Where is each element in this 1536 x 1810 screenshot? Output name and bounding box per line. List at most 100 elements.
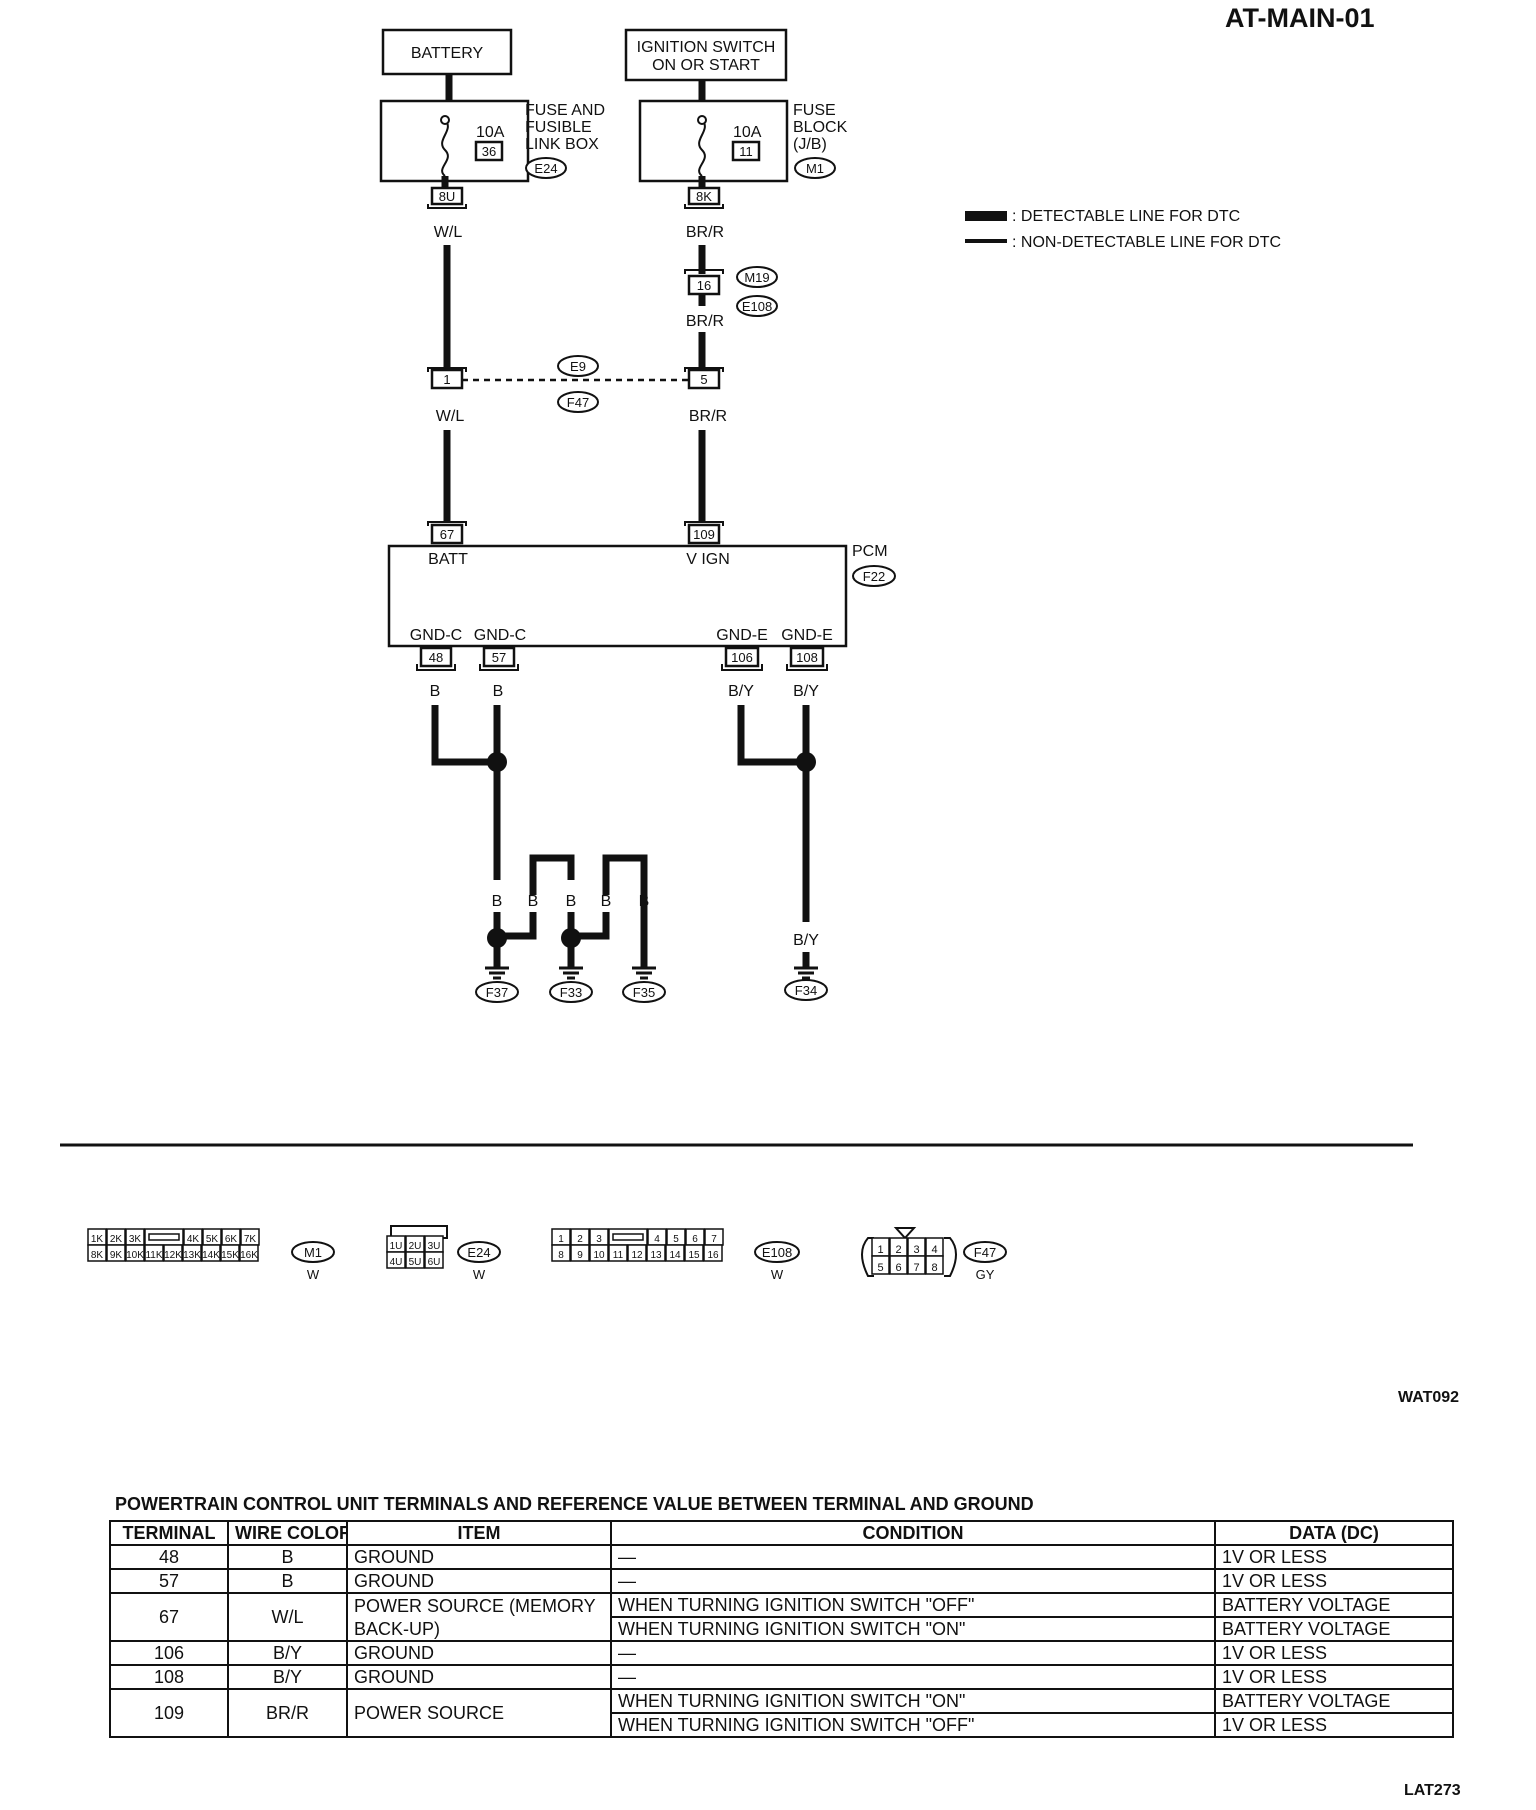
- header-terminal: TERMINAL: [109, 1520, 229, 1546]
- connector-m1-tag: M1: [806, 161, 824, 176]
- pin-name-gndc-48: GND-C: [410, 627, 462, 644]
- header-data: DATA (DC): [1214, 1520, 1454, 1546]
- connector-cell: [665, 1244, 685, 1262]
- fuse-block: 10A 11 FUSE BLOCK (J/B) M1 8K: [638, 99, 848, 209]
- cell-terminal: 57: [109, 1568, 229, 1594]
- fuse-box-label-3: LINK BOX: [525, 136, 599, 153]
- pin-106: 106: [731, 650, 753, 665]
- cv-e24-id: E24: [467, 1245, 490, 1260]
- cell-item: GROUND: [346, 1640, 612, 1666]
- cell-data: BATTERY VOLTAGE: [1214, 1592, 1454, 1618]
- wire-brr-mid: BR/R: [686, 313, 724, 330]
- legend: : DETECTABLE LINE FOR DTC : NON-DETECTAB…: [965, 208, 1281, 251]
- connector-cell-label: 7K: [244, 1234, 257, 1245]
- connector-cell-label: 1: [877, 1244, 883, 1256]
- fuse-box-label-2: FUSIBLE: [525, 119, 592, 136]
- connector-cell-label: 16: [707, 1250, 719, 1261]
- table-row: 48 B GROUND — 1V OR LESS: [109, 1544, 1454, 1570]
- connector-cell-label: 9K: [110, 1250, 123, 1261]
- cell-data: 1V OR LESS: [1214, 1544, 1454, 1570]
- wire-brr-top: BR/R: [686, 224, 724, 241]
- connector-cell-label: 8K: [91, 1250, 104, 1261]
- fuse-num-e24: 36: [482, 144, 496, 159]
- connector-cell-label: 5: [673, 1234, 679, 1245]
- pin-57: 57: [492, 650, 506, 665]
- cell-condition: WHEN TURNING IGNITION SWITCH "OFF": [610, 1592, 1216, 1618]
- figure-code-table: LAT273: [1404, 1782, 1461, 1799]
- connector-cell-label: 6U: [428, 1257, 441, 1268]
- connector-cell: [182, 1244, 202, 1262]
- battery-label: BATTERY: [411, 45, 484, 62]
- cell-wire: B/Y: [227, 1664, 348, 1690]
- cell-condition: WHEN TURNING IGNITION SWITCH "OFF": [610, 1712, 1216, 1738]
- pin-name-gnde-106: GND-E: [716, 627, 768, 644]
- joint-connector-e9: 1 5 E9 F47: [427, 355, 724, 413]
- wiring-diagram: AT-MAIN-01 : DETECTABLE LINE FOR DTC : N…: [60, 3, 1459, 1406]
- ignition-switch-line2: ON OR START: [652, 57, 760, 74]
- legend-detectable: : DETECTABLE LINE FOR DTC: [1012, 208, 1240, 225]
- table-row: BACK-UP) WHEN TURNING IGNITION SWITCH "O…: [110, 1616, 1454, 1642]
- cell-data: 1V OR LESS: [1214, 1712, 1454, 1738]
- figure-code-diagram: WAT092: [1398, 1389, 1459, 1406]
- ground-wiring: B B B B B B/Y F37 F33 F35 F34: [431, 705, 828, 1003]
- connector-cell-label: 14K: [202, 1250, 220, 1261]
- pin-108: 108: [796, 650, 818, 665]
- connector-e9-tag: E9: [570, 359, 586, 374]
- connector-f35-tag: F35: [633, 985, 655, 1000]
- connector-cell: [87, 1244, 107, 1262]
- ignition-switch: IGNITION SWITCH ON OR START: [624, 28, 788, 82]
- fuse-block-label-3: (J/B): [793, 136, 827, 153]
- connector-cell-label: 16K: [240, 1250, 258, 1261]
- connector-cell: [239, 1244, 259, 1262]
- connector-cell: [684, 1244, 704, 1262]
- connector-cell: [570, 1244, 590, 1262]
- connector-cell-label: 3: [596, 1234, 602, 1245]
- cv-e108-id: E108: [762, 1245, 792, 1260]
- cv-m1-id: M1: [304, 1245, 322, 1260]
- cell-item: GROUND: [346, 1568, 612, 1594]
- joint-connector-m19: 16 M19 E108: [684, 266, 778, 317]
- connector-cell: [551, 1244, 571, 1262]
- connector-f37-tag: F37: [486, 985, 508, 1000]
- header-condition: CONDITION: [610, 1520, 1216, 1546]
- cell-terminal: 109: [109, 1688, 229, 1738]
- cell-wire: BR/R: [227, 1688, 348, 1738]
- cv-f47-color: GY: [976, 1267, 995, 1282]
- cell-condition: —: [610, 1568, 1216, 1594]
- cell-condition: —: [610, 1640, 1216, 1666]
- terminal-8u: 8U: [439, 189, 456, 204]
- connector-cell-label: 6: [692, 1234, 698, 1245]
- connector-m19-tag: M19: [744, 270, 769, 285]
- fuse-and-fusible-link-box: 10A 36 FUSE AND FUSIBLE LINK BOX E24 8U: [379, 99, 605, 209]
- pin-109: 109: [693, 527, 715, 542]
- cell-data: BATTERY VOLTAGE: [1214, 1616, 1454, 1642]
- table-row: 109 BR/R POWER SOURCE WHEN TURNING IGNIT…: [109, 1688, 1454, 1738]
- connector-cell-label: 15K: [221, 1250, 239, 1261]
- connector-cell-label: 4: [654, 1234, 660, 1245]
- header-wire-color: WIRE COLOR: [227, 1520, 348, 1546]
- connector-cell: [424, 1251, 444, 1269]
- connector-cell-label: 4K: [187, 1234, 200, 1245]
- wire-b-g1: B: [492, 893, 503, 910]
- connector-cell: [201, 1244, 221, 1262]
- table-header-row: TERMINAL WIRE COLOR ITEM CONDITION DATA …: [109, 1520, 1454, 1546]
- terminal-1: 1: [443, 372, 450, 387]
- connector-cell: [144, 1244, 164, 1262]
- cell-condition: WHEN TURNING IGNITION SWITCH "ON": [610, 1616, 1216, 1642]
- cell-condition: —: [610, 1664, 1216, 1690]
- fuse-box-label-1: FUSE AND: [525, 102, 605, 119]
- connector-cell: [163, 1244, 183, 1262]
- connector-cell-label: 2K: [110, 1234, 123, 1245]
- pin-48: 48: [429, 650, 443, 665]
- pin-name-gndc-57: GND-C: [474, 627, 526, 644]
- battery: BATTERY: [381, 28, 513, 76]
- cell-terminal: 108: [109, 1664, 229, 1690]
- cell-wire: B: [227, 1568, 348, 1594]
- cell-wire: B: [227, 1544, 348, 1570]
- connector-cell-label: 11K: [145, 1250, 162, 1261]
- cell-data: 1V OR LESS: [1214, 1640, 1454, 1666]
- connector-cell-label: 6: [895, 1262, 901, 1274]
- wire-by-g6: B/Y: [793, 932, 819, 949]
- connector-f33-tag: F33: [560, 985, 582, 1000]
